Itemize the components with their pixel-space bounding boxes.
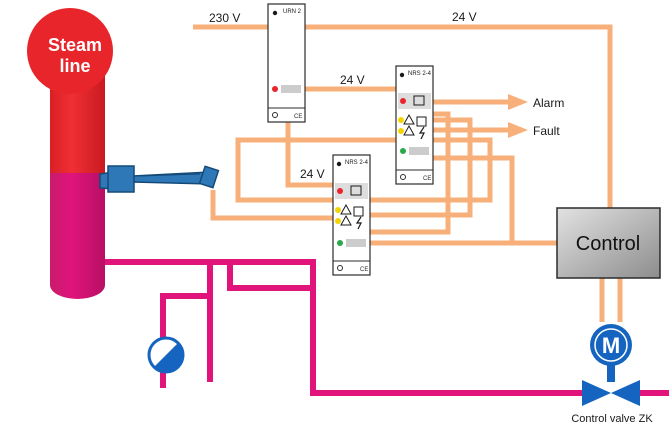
nrs-bottom-red-led xyxy=(337,188,343,194)
nrs-top-warning-icon xyxy=(403,113,415,125)
urn-label-plate xyxy=(281,85,301,93)
nrs-top-red-led xyxy=(400,98,406,104)
nrs-top-to-control xyxy=(430,155,557,246)
nrs-bottom-name: NRS 2-4 xyxy=(345,160,369,166)
water-piping xyxy=(100,259,669,396)
sensor-loop-lower xyxy=(210,190,335,221)
motor-letter: M xyxy=(602,333,620,358)
nrs-top-name: NRS 2-4 xyxy=(408,71,432,77)
valve-body-icon xyxy=(582,380,611,406)
nrs-top-yellow-led-1 xyxy=(398,117,404,123)
level-probe xyxy=(99,165,220,193)
control-box: Control xyxy=(556,207,661,279)
alarm-label: Alarm xyxy=(533,96,564,110)
nrs-top-output-3 xyxy=(370,137,493,203)
nrs-bottom-yellow-led-1 xyxy=(335,207,341,213)
nrs-bottom-ce-mark: CE xyxy=(360,267,368,273)
label-24v-left: 24 V xyxy=(300,167,325,181)
nrs-top-relay-icon xyxy=(413,95,425,106)
nrs-top-output-2 xyxy=(370,117,473,218)
nrs-top-status-dot xyxy=(399,72,405,78)
nrs-top-lightning-icon xyxy=(418,126,425,140)
nrs-bottom-warning-icon-2 xyxy=(340,214,352,226)
valve-body-icon-2 xyxy=(611,380,640,406)
urn-to-nrs-bottom-line xyxy=(285,122,335,188)
valve-caption: Control valve ZK xyxy=(571,413,653,425)
nrs-bottom-relay-icon-2 xyxy=(353,206,364,217)
supply-line-24v-top xyxy=(305,24,613,212)
steam-vessel: Steam line xyxy=(27,8,113,299)
label-230v: 230 V xyxy=(209,11,240,25)
nrs-bottom-relay-icon xyxy=(350,185,362,196)
label-24v-mid: 24 V xyxy=(340,73,365,87)
pipe-branch-3 xyxy=(227,262,313,291)
urn-screw-icon xyxy=(272,112,278,118)
pipe-main xyxy=(100,259,586,396)
nrs-bottom-yellow-led-2 xyxy=(335,218,341,224)
motor-icon xyxy=(590,324,632,366)
urn-status-dot xyxy=(272,10,278,16)
steam-line-label-1: Steam xyxy=(48,35,102,55)
nrs-bottom-warning-icon xyxy=(340,203,352,215)
nrs-top-relay-icon-2 xyxy=(416,116,427,127)
label-24v-top: 24 V xyxy=(452,10,477,24)
nrs-top-ce-mark: CE xyxy=(423,176,431,182)
fault-arrow-icon xyxy=(508,122,528,138)
urn-2-module: URN 2 CE xyxy=(267,3,306,123)
nrs-top-warning-icon-2 xyxy=(403,124,415,136)
steam-line-label-2: line xyxy=(59,56,90,76)
motor-stem xyxy=(607,360,615,382)
nrs-top-label-plate xyxy=(409,147,429,155)
nrs-bottom-module: NRS 2-4 CE xyxy=(332,154,371,276)
nrs-top-output-1 xyxy=(370,111,451,235)
urn-module-name: URN 2 xyxy=(283,9,302,15)
probe-thread xyxy=(139,173,201,177)
control-label: Control xyxy=(576,233,640,255)
vessel-bottom xyxy=(50,275,105,299)
probe-tip xyxy=(198,165,220,189)
control-valve: M Control valve ZK xyxy=(571,324,653,425)
wiring xyxy=(193,24,623,322)
nrs-bottom-status-dot xyxy=(336,161,342,167)
nrs-bottom-green-led xyxy=(337,240,343,246)
nrs-top-module: NRS 2-4 CE xyxy=(395,65,434,185)
vessel-water xyxy=(50,170,105,280)
fault-label: Fault xyxy=(533,124,560,138)
steam-line-badge xyxy=(27,8,113,94)
pressure-gauge-icon xyxy=(147,336,185,374)
sensor-loop-upper xyxy=(235,137,398,203)
nrs-bottom-screw-icon xyxy=(337,265,343,271)
nrs-bottom-lightning-icon xyxy=(355,216,362,230)
urn-red-led xyxy=(272,86,278,92)
nrs-top-yellow-led-2 xyxy=(398,128,404,134)
nrs-top-screw-icon xyxy=(400,174,406,180)
urn-ce-mark: CE xyxy=(294,114,302,120)
nrs-bottom-label-plate xyxy=(346,239,366,247)
nrs-top-green-led xyxy=(400,148,406,154)
probe-head xyxy=(107,165,135,193)
alarm-arrow-icon xyxy=(508,94,528,110)
